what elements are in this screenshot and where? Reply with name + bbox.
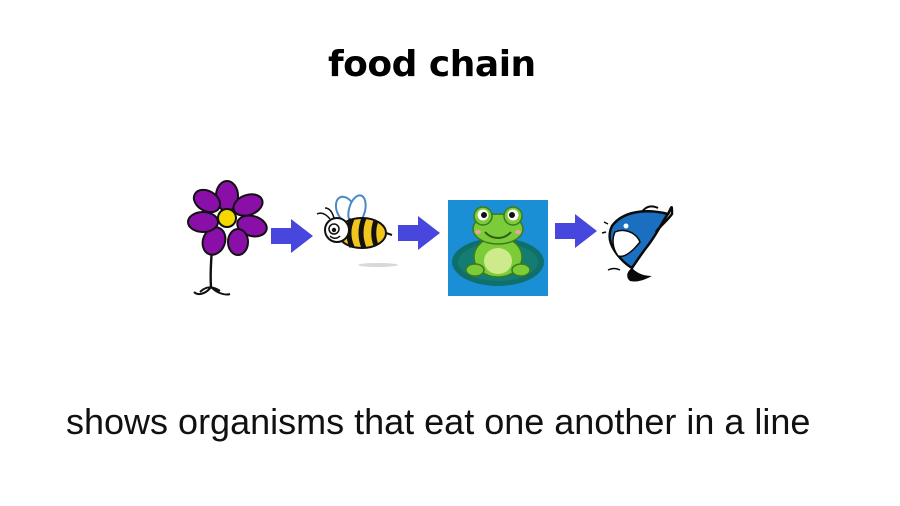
- arrow-right-icon: [555, 214, 597, 248]
- flower-icon: [187, 180, 268, 296]
- arrow-right-icon: [271, 219, 313, 253]
- bee-icon: [316, 194, 398, 267]
- slide-caption: shows organisms that eat one another in …: [66, 401, 811, 442]
- arrow-right-icon: [398, 216, 440, 250]
- fish-icon: [601, 205, 674, 282]
- frog-icon: [448, 200, 548, 296]
- slide-title: food chain: [328, 44, 536, 85]
